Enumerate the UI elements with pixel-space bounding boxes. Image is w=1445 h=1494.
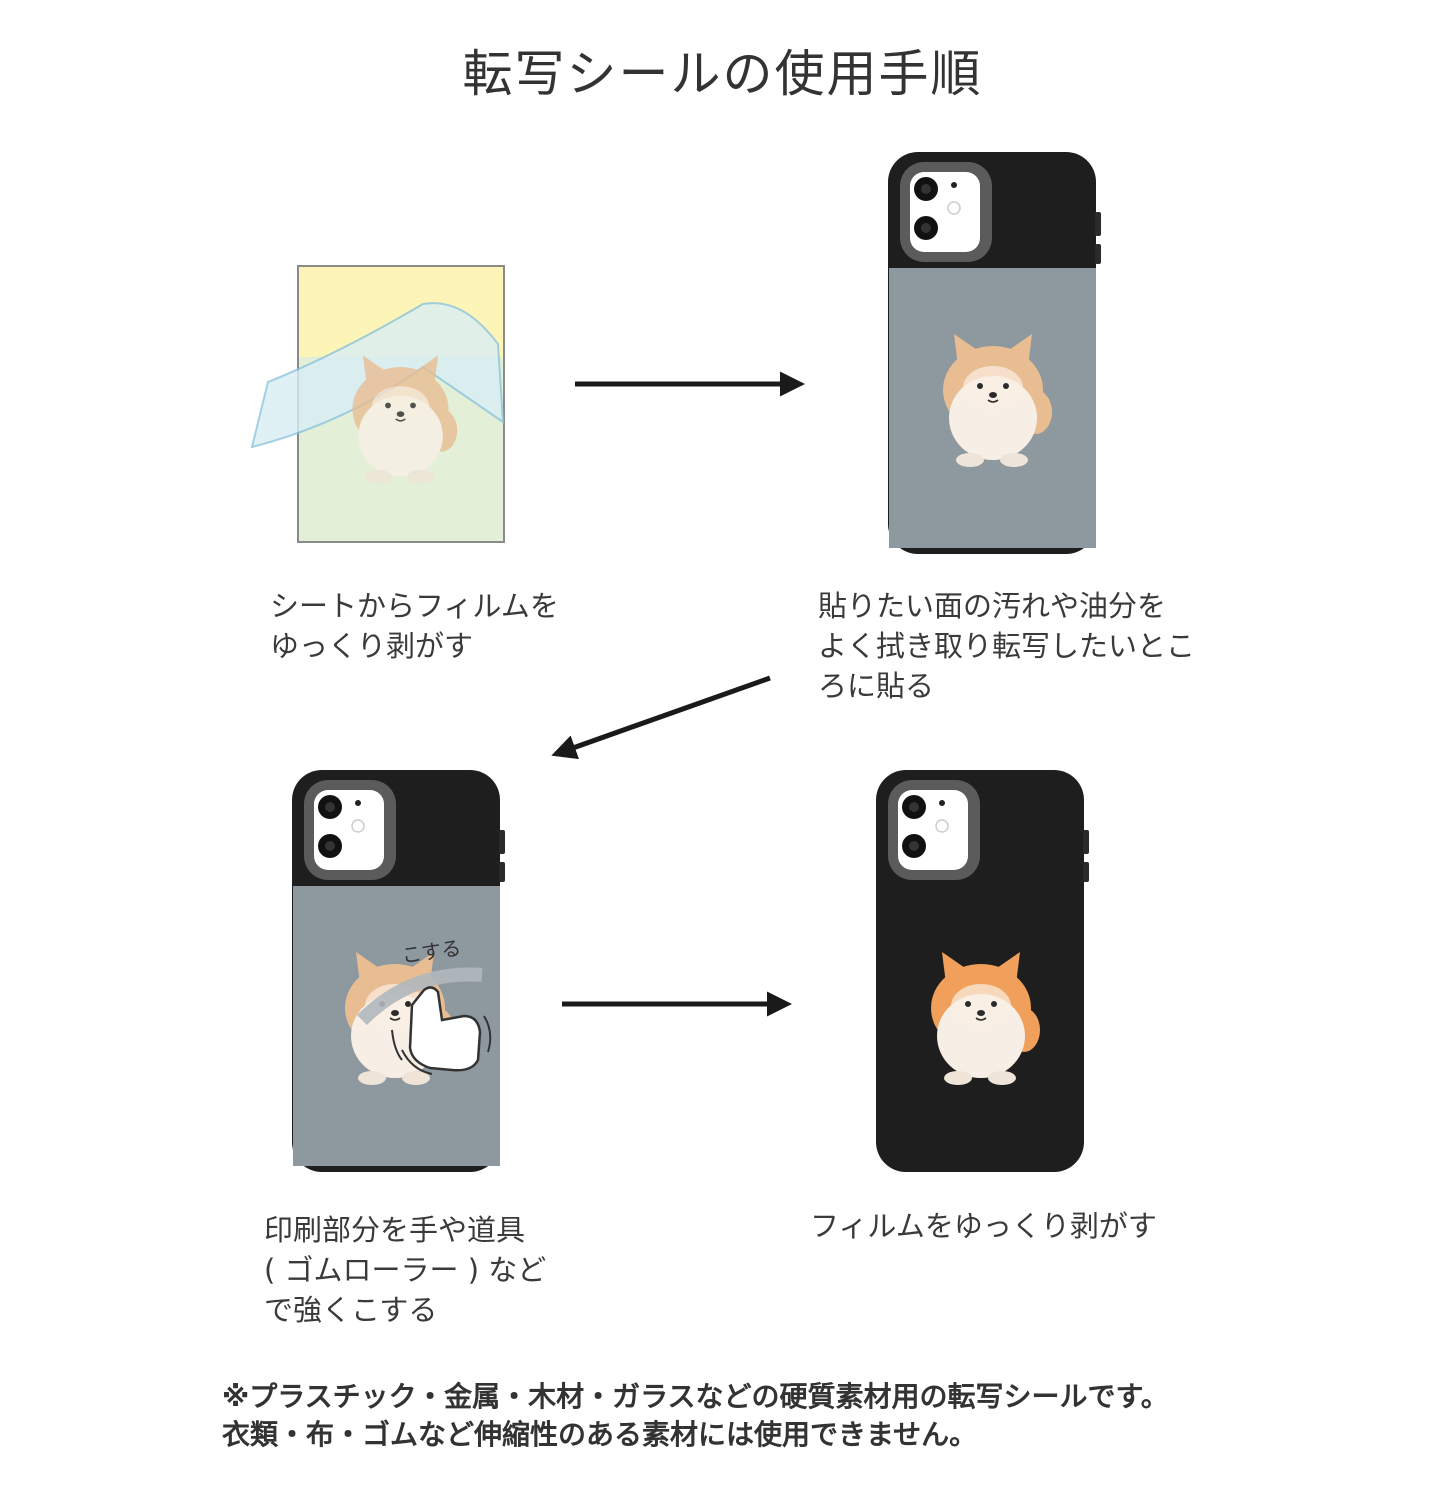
usage-note-line2: 衣類・布・ゴムなど伸縮性のある素材には使用できません。	[222, 1418, 978, 1451]
usage-note-line1: ※プラスチック・金属・木材・ガラスなどの硬質素材用の転写シールです。	[222, 1380, 1169, 1413]
step1-caption: シートからフィルムを ゆっくり剥がす	[270, 589, 559, 663]
step4-phone-illustration	[876, 770, 1090, 1173]
step3-phone-illustration: こする	[292, 770, 506, 1173]
rub-stroke	[357, 967, 483, 1026]
page-title: 転写シールの使用手順	[462, 45, 983, 103]
usage-note: ※プラスチック・金属・木材・ガラスなどの硬質素材用の転写シールです。 衣類・布・…	[222, 1378, 1169, 1454]
hand-icon	[391, 986, 492, 1075]
step4-caption: フィルムをゆっくり剥がす	[810, 1209, 1157, 1243]
step3-caption: 印刷部分を手や道具 ( ゴムローラー ) など で強くこする	[264, 1213, 547, 1327]
step1-sheet-illustration	[250, 265, 505, 543]
step2-caption: 貼りたい面の汚れや油分を よく拭き取り転写したいとこ ろに貼る	[818, 589, 1196, 703]
step2-phone-illustration	[888, 152, 1102, 555]
